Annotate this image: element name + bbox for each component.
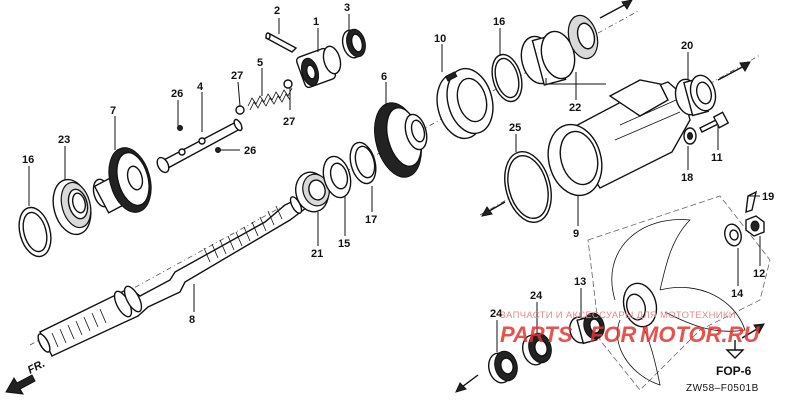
callout-8: 8 bbox=[189, 314, 195, 326]
callout-14: 14 bbox=[731, 288, 744, 300]
watermark-logo-mid: FOR bbox=[590, 322, 637, 347]
callout-21: 21 bbox=[311, 248, 323, 260]
part-4-shift-shaft bbox=[156, 118, 244, 174]
callout-5: 5 bbox=[257, 57, 263, 69]
part-16-o-ring-left bbox=[18, 206, 52, 258]
callout-17: 17 bbox=[365, 214, 377, 226]
callout-27-left: 27 bbox=[231, 70, 243, 82]
part-14-washer bbox=[724, 223, 742, 247]
watermark-tagline: ЗАПЧАСТИ И АКСЕССУАРЫ ДЛЯ МОТОТЕХНИКИ bbox=[500, 310, 736, 321]
callout-26-lower: 26 bbox=[244, 145, 256, 157]
part-3-clutch-spring bbox=[341, 28, 366, 59]
part-23-bearing bbox=[52, 178, 92, 236]
callout-11: 11 bbox=[711, 152, 723, 164]
callout-24-lower: 24 bbox=[490, 308, 503, 320]
part-5-spring bbox=[247, 87, 293, 111]
part-11-bolt bbox=[699, 111, 730, 133]
part-25-o-ring bbox=[504, 151, 552, 223]
part-24-spacer-upper bbox=[521, 332, 552, 366]
leader-lines bbox=[28, 14, 761, 352]
fop-arrow bbox=[725, 340, 745, 359]
part-15-thrust-washer bbox=[322, 155, 352, 199]
part-20-needle-bearing bbox=[674, 74, 717, 117]
part-9-shaft-holder bbox=[547, 79, 691, 197]
part-7-forward-gear bbox=[92, 147, 152, 214]
callout-12: 12 bbox=[753, 268, 765, 280]
part-22-needle-bearing bbox=[520, 14, 599, 86]
part-26-pin-upper bbox=[177, 125, 183, 131]
part-16-o-ring-right bbox=[491, 53, 523, 103]
axis-arrow-top bbox=[599, 0, 633, 19]
part-19-cotter-pin bbox=[745, 190, 758, 214]
axis-line-housing bbox=[479, 54, 761, 216]
callout-25: 25 bbox=[509, 122, 521, 134]
part-6-reverse-gear bbox=[374, 102, 428, 178]
watermark-logo-right: MOTOR.RU bbox=[640, 322, 760, 347]
callout-13: 13 bbox=[574, 276, 586, 288]
callout-3: 3 bbox=[344, 2, 350, 14]
callout-10: 10 bbox=[434, 33, 446, 45]
callout-16-right: 16 bbox=[493, 16, 505, 28]
watermark-logo-left: PARTS bbox=[500, 322, 573, 347]
callout-7: 7 bbox=[110, 105, 116, 117]
callout-24-upper: 24 bbox=[530, 290, 543, 302]
callout-4: 4 bbox=[197, 81, 204, 93]
callout-15: 15 bbox=[338, 238, 350, 250]
callout-16-left: 16 bbox=[22, 154, 34, 166]
callout-26-upper: 26 bbox=[171, 88, 183, 100]
callout-27-right: 27 bbox=[283, 116, 295, 128]
axis-arrow-bottom-left bbox=[455, 374, 479, 393]
watermark: ЗАПЧАСТИ И АКСЕССУАРЫ ДЛЯ МОТОТЕХНИКИ PA… bbox=[500, 310, 760, 347]
propeller-outline bbox=[587, 195, 771, 391]
callout-9: 9 bbox=[573, 228, 579, 240]
axis-arrow-left bbox=[481, 201, 506, 217]
part-17-shim bbox=[349, 141, 377, 185]
callout-19: 19 bbox=[762, 191, 774, 203]
drawing-number: ZW58–F0501B bbox=[686, 383, 759, 394]
callout-22: 22 bbox=[569, 102, 581, 114]
callout-23: 23 bbox=[58, 134, 70, 146]
callout-18: 18 bbox=[681, 172, 693, 184]
part-1-clutch-dog bbox=[295, 45, 342, 89]
callout-20: 20 bbox=[681, 40, 693, 52]
part-27-ball-left bbox=[235, 105, 245, 115]
part-24-spacer-lower bbox=[487, 350, 518, 384]
figure-code: FOP-6 bbox=[716, 364, 752, 378]
part-10-thrust-holder bbox=[436, 67, 494, 140]
axis-arrow-right bbox=[717, 61, 751, 81]
front-direction-label: FR. bbox=[26, 358, 47, 377]
callout-2: 2 bbox=[274, 5, 280, 17]
axis-arrow-bottom-right bbox=[741, 323, 765, 339]
part-2-cross-pin bbox=[264, 32, 298, 53]
callout-labels: 2 1 3 4 5 6 7 8 9 10 11 12 13 14 15 16 1… bbox=[22, 2, 774, 326]
callout-1: 1 bbox=[313, 16, 319, 28]
part-18-washer bbox=[683, 127, 697, 145]
part-13-thrust-spacer bbox=[569, 312, 605, 345]
part-26-pin-lower bbox=[215, 147, 221, 153]
callout-6: 6 bbox=[381, 71, 387, 83]
front-direction-marker: FR. bbox=[5, 358, 47, 395]
part-12-castle-nut bbox=[745, 215, 765, 237]
part-21-thrust-bearing bbox=[295, 171, 330, 213]
part-27-ball-right bbox=[283, 79, 293, 89]
